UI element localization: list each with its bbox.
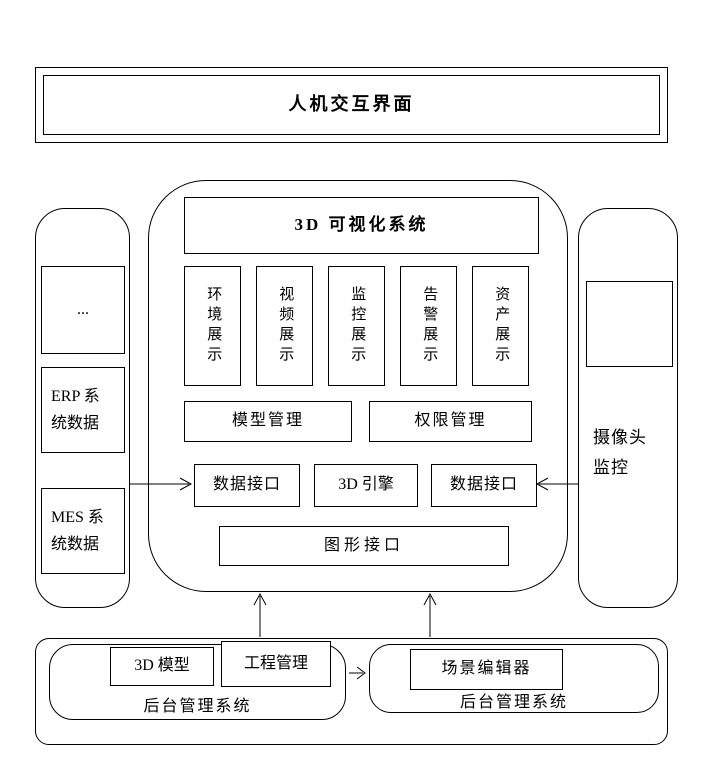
data-source-erp-label: ERP 系统数据 bbox=[51, 387, 100, 432]
module-monitor-display: 监控展示 bbox=[328, 266, 385, 386]
visualization-system-panel: 3D 可视化系统 环境展示 视频展示 监控展示 告警展示 资产展示 模型管理 权… bbox=[148, 180, 568, 592]
module-video-display: 视频展示 bbox=[256, 266, 313, 386]
module-alarm-display: 告警展示 bbox=[400, 266, 457, 386]
arrowhead-up-icon-1 bbox=[253, 592, 267, 606]
data-source-mes-box: MES 系统数据 bbox=[41, 488, 125, 574]
permission-management-box: 权限管理 bbox=[369, 401, 532, 442]
backend-left-label: 后台管理系统 bbox=[143, 698, 252, 715]
model-3d-box: 3D 模型 bbox=[110, 647, 214, 686]
backend-panel: 3D 模型 工程管理 后台管理系统 场景编辑器 后台管理系统 bbox=[35, 638, 668, 745]
backend-left-group: 3D 模型 工程管理 后台管理系统 bbox=[49, 641, 346, 720]
graphics-interface-box: 图形接口 bbox=[219, 526, 509, 566]
data-source-more-box: ... bbox=[41, 266, 125, 354]
model-management-box: 模型管理 bbox=[184, 401, 352, 442]
hmi-banner: 人机交互界面 bbox=[35, 67, 668, 143]
backend-right-group: 场景编辑器 后台管理系统 bbox=[369, 644, 659, 713]
arrowhead-up-icon-2 bbox=[423, 592, 437, 606]
external-data-panel: ... ERP 系统数据 MES 系统数据 bbox=[35, 208, 130, 608]
scene-editor-box: 场景编辑器 bbox=[410, 649, 563, 690]
data-interface-left-box: 数据接口 bbox=[194, 464, 300, 507]
backend-right-label: 后台管理系统 bbox=[459, 694, 568, 711]
system-title-box: 3D 可视化系统 bbox=[184, 197, 539, 254]
engine-3d-box: 3D 引擎 bbox=[314, 464, 418, 507]
camera-monitor-label: 摄像头监控 bbox=[593, 428, 647, 477]
module-asset-display: 资产展示 bbox=[472, 266, 529, 386]
data-interface-right-box: 数据接口 bbox=[431, 464, 537, 507]
camera-placeholder-box bbox=[586, 281, 673, 367]
module-environment-display: 环境展示 bbox=[184, 266, 241, 386]
data-source-mes-label: MES 系统数据 bbox=[51, 508, 104, 553]
camera-panel: 摄像头监控 bbox=[578, 208, 678, 608]
project-management-box: 工程管理 bbox=[221, 641, 331, 687]
data-source-erp-box: ERP 系统数据 bbox=[41, 367, 125, 453]
data-source-more-label: ... bbox=[77, 300, 89, 318]
hmi-banner-title: 人机交互界面 bbox=[43, 75, 660, 135]
